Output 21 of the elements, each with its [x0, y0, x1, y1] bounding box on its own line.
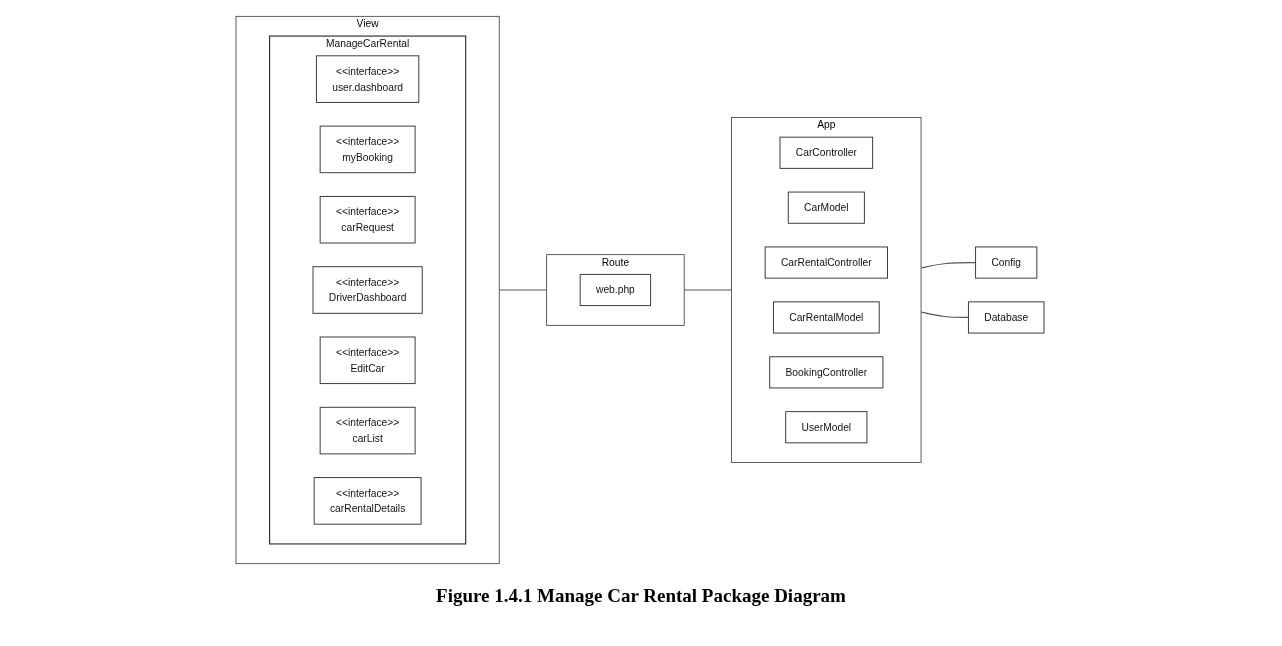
- node-box: <<interface>> carRequest: [319, 195, 416, 244]
- node-box: <<interface>> carList: [319, 406, 416, 455]
- node-box: CarRentalController: [764, 246, 888, 279]
- figure-caption: Figure 1.4.1 Manage Car Rental Package Diagram: [436, 585, 846, 606]
- node-box: CarController: [779, 136, 874, 169]
- connector: [498, 289, 548, 291]
- node-box: CarModel: [787, 191, 865, 224]
- node-box: web.php: [579, 273, 652, 307]
- node-box: UserModel: [785, 411, 868, 444]
- node-box: <<interface>> EditCar: [319, 336, 416, 385]
- node-box: <<interface>> myBooking: [319, 125, 416, 174]
- node-box: Database: [967, 301, 1045, 334]
- connector: [920, 311, 970, 319]
- connector: [683, 289, 733, 291]
- connector: [920, 261, 977, 269]
- node-box: <<interface>> carRentalDetails: [313, 477, 422, 525]
- node-box: Config: [975, 246, 1038, 279]
- node-box: <<interface>> DriverDashboard: [312, 266, 423, 314]
- node-box: BookingController: [769, 356, 884, 389]
- node-box: CarRentalModel: [772, 301, 880, 334]
- node-box: <<interface>> user.dashboard: [315, 55, 420, 103]
